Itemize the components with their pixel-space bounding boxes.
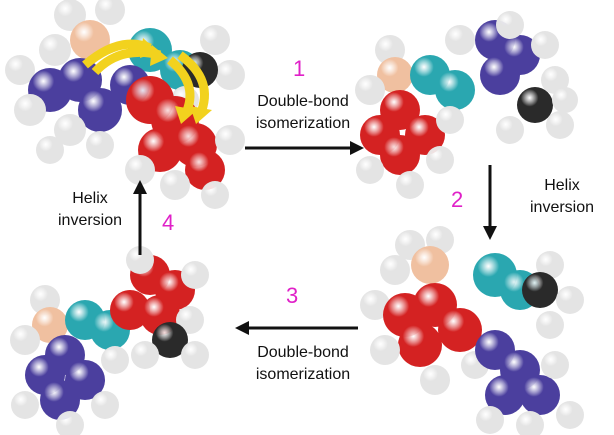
arrowhead-step-4: [133, 180, 147, 194]
hydrogen-atom: [496, 11, 524, 39]
step-label-2-line2: inversion: [529, 199, 595, 216]
hydrogen-atom: [496, 116, 524, 144]
step-number-4: 4: [162, 210, 175, 235]
arrowhead-step-3: [235, 321, 249, 335]
hydrogen-atom: [355, 75, 385, 105]
molecule-state-4: [10, 56, 209, 435]
hydrogen-atom: [215, 125, 245, 155]
hydrogen-atom: [54, 0, 86, 31]
molecule-state-1: [5, 0, 245, 209]
rotation-arrowhead: [140, 38, 158, 58]
step-label-2-line1: Helix: [544, 177, 580, 194]
hydrogen-atom: [516, 411, 544, 435]
process-arrows: [133, 141, 497, 335]
hydrogen-atom: [200, 25, 230, 55]
hydrogen-atom: [125, 155, 155, 185]
hydrogen-atom: [426, 146, 454, 174]
hydrogen-atom: [176, 306, 204, 334]
step-label-3: Double-bond isomerization: [240, 342, 366, 386]
hydrogen-atom: [11, 391, 39, 419]
hydrogen-atom: [10, 325, 40, 355]
hydrogen-atom: [552, 87, 578, 113]
step-number-2: 2: [451, 187, 464, 212]
hydrogen-atom: [445, 25, 475, 55]
step-number-3: 3: [286, 283, 299, 308]
step-label-1: Double-bond isomerization: [240, 91, 366, 135]
step-label-2: Helix inversion: [522, 175, 602, 219]
methyl-atom: [517, 87, 553, 123]
step-label-4: Helix inversion: [50, 188, 130, 232]
step-label-3-line1: Double-bond: [257, 344, 349, 361]
hydrogen-atom: [536, 311, 564, 339]
hydrogen-atom: [476, 406, 504, 434]
hydrogen-atom: [201, 181, 229, 209]
stator-atom: [65, 360, 105, 400]
hydrogen-atom: [160, 170, 190, 200]
hydrogen-atom: [56, 411, 84, 435]
hydrogen-atom: [370, 335, 400, 365]
hydrogen-atom: [95, 0, 125, 25]
molecule-state-2: [177, 11, 578, 199]
core-atom: [435, 70, 475, 110]
hydrogen-atom: [14, 94, 46, 126]
methyl-atom: [522, 272, 558, 308]
rotor-atom: [438, 308, 482, 352]
arrowhead-step-2: [483, 226, 497, 240]
hydrogen-atom: [541, 351, 569, 379]
hydrogen-atom: [91, 391, 119, 419]
hydrogen-atom: [181, 261, 209, 289]
hydrogen-atom: [181, 341, 209, 369]
hydrogen-atom: [5, 55, 35, 85]
stereocenter-hydrogen: [377, 57, 413, 93]
step-label-1-line2: isomerization: [255, 115, 351, 132]
hydrogen-atom: [54, 114, 86, 146]
step-label-1-line1: Double-bond: [257, 93, 349, 110]
rotor-atom: [405, 115, 445, 155]
hydrogen-atom: [436, 106, 464, 134]
stereocenter-hydrogen: [32, 307, 68, 343]
hydrogen-atom: [39, 34, 71, 66]
hydrogen-atom: [546, 111, 574, 139]
stator-atom: [78, 88, 122, 132]
hydrogen-atom: [541, 66, 569, 94]
hydrogen-atom: [556, 286, 584, 314]
step-label-4-line2: inversion: [57, 212, 123, 229]
rotation-arrowhead: [175, 106, 197, 124]
arrowhead-step-1: [350, 141, 364, 155]
hydrogen-atom: [360, 290, 390, 320]
stereocenter-hydrogen: [411, 246, 449, 284]
stator-atom: [485, 375, 525, 415]
methyl-atom: [152, 322, 188, 358]
hydrogen-atom: [420, 365, 450, 395]
stator-atom: [480, 55, 520, 95]
hydrogen-atom: [131, 341, 159, 369]
hydrogen-atom: [536, 251, 564, 279]
step-number-1: 1: [293, 56, 306, 81]
step-label-4-line1: Helix: [72, 190, 108, 207]
hydrogen-atom: [101, 346, 129, 374]
hydrogen-atom: [531, 31, 559, 59]
rotor-atom: [110, 290, 150, 330]
hydrogen-atom: [215, 60, 245, 90]
hydrogen-atom: [86, 131, 114, 159]
rotor-atom: [185, 150, 225, 190]
stator-atom: [520, 375, 560, 415]
hydrogen-atom: [556, 401, 584, 429]
rotor-atom: [398, 323, 442, 367]
hydrogen-atom: [380, 255, 410, 285]
hydrogen-atom: [36, 136, 64, 164]
hydrogen-atom: [396, 171, 424, 199]
hydrogen-atom: [356, 156, 384, 184]
step-label-3-line2: isomerization: [255, 366, 351, 383]
hydrogen-atom: [126, 246, 154, 274]
molecule-state-3: [82, 38, 584, 435]
